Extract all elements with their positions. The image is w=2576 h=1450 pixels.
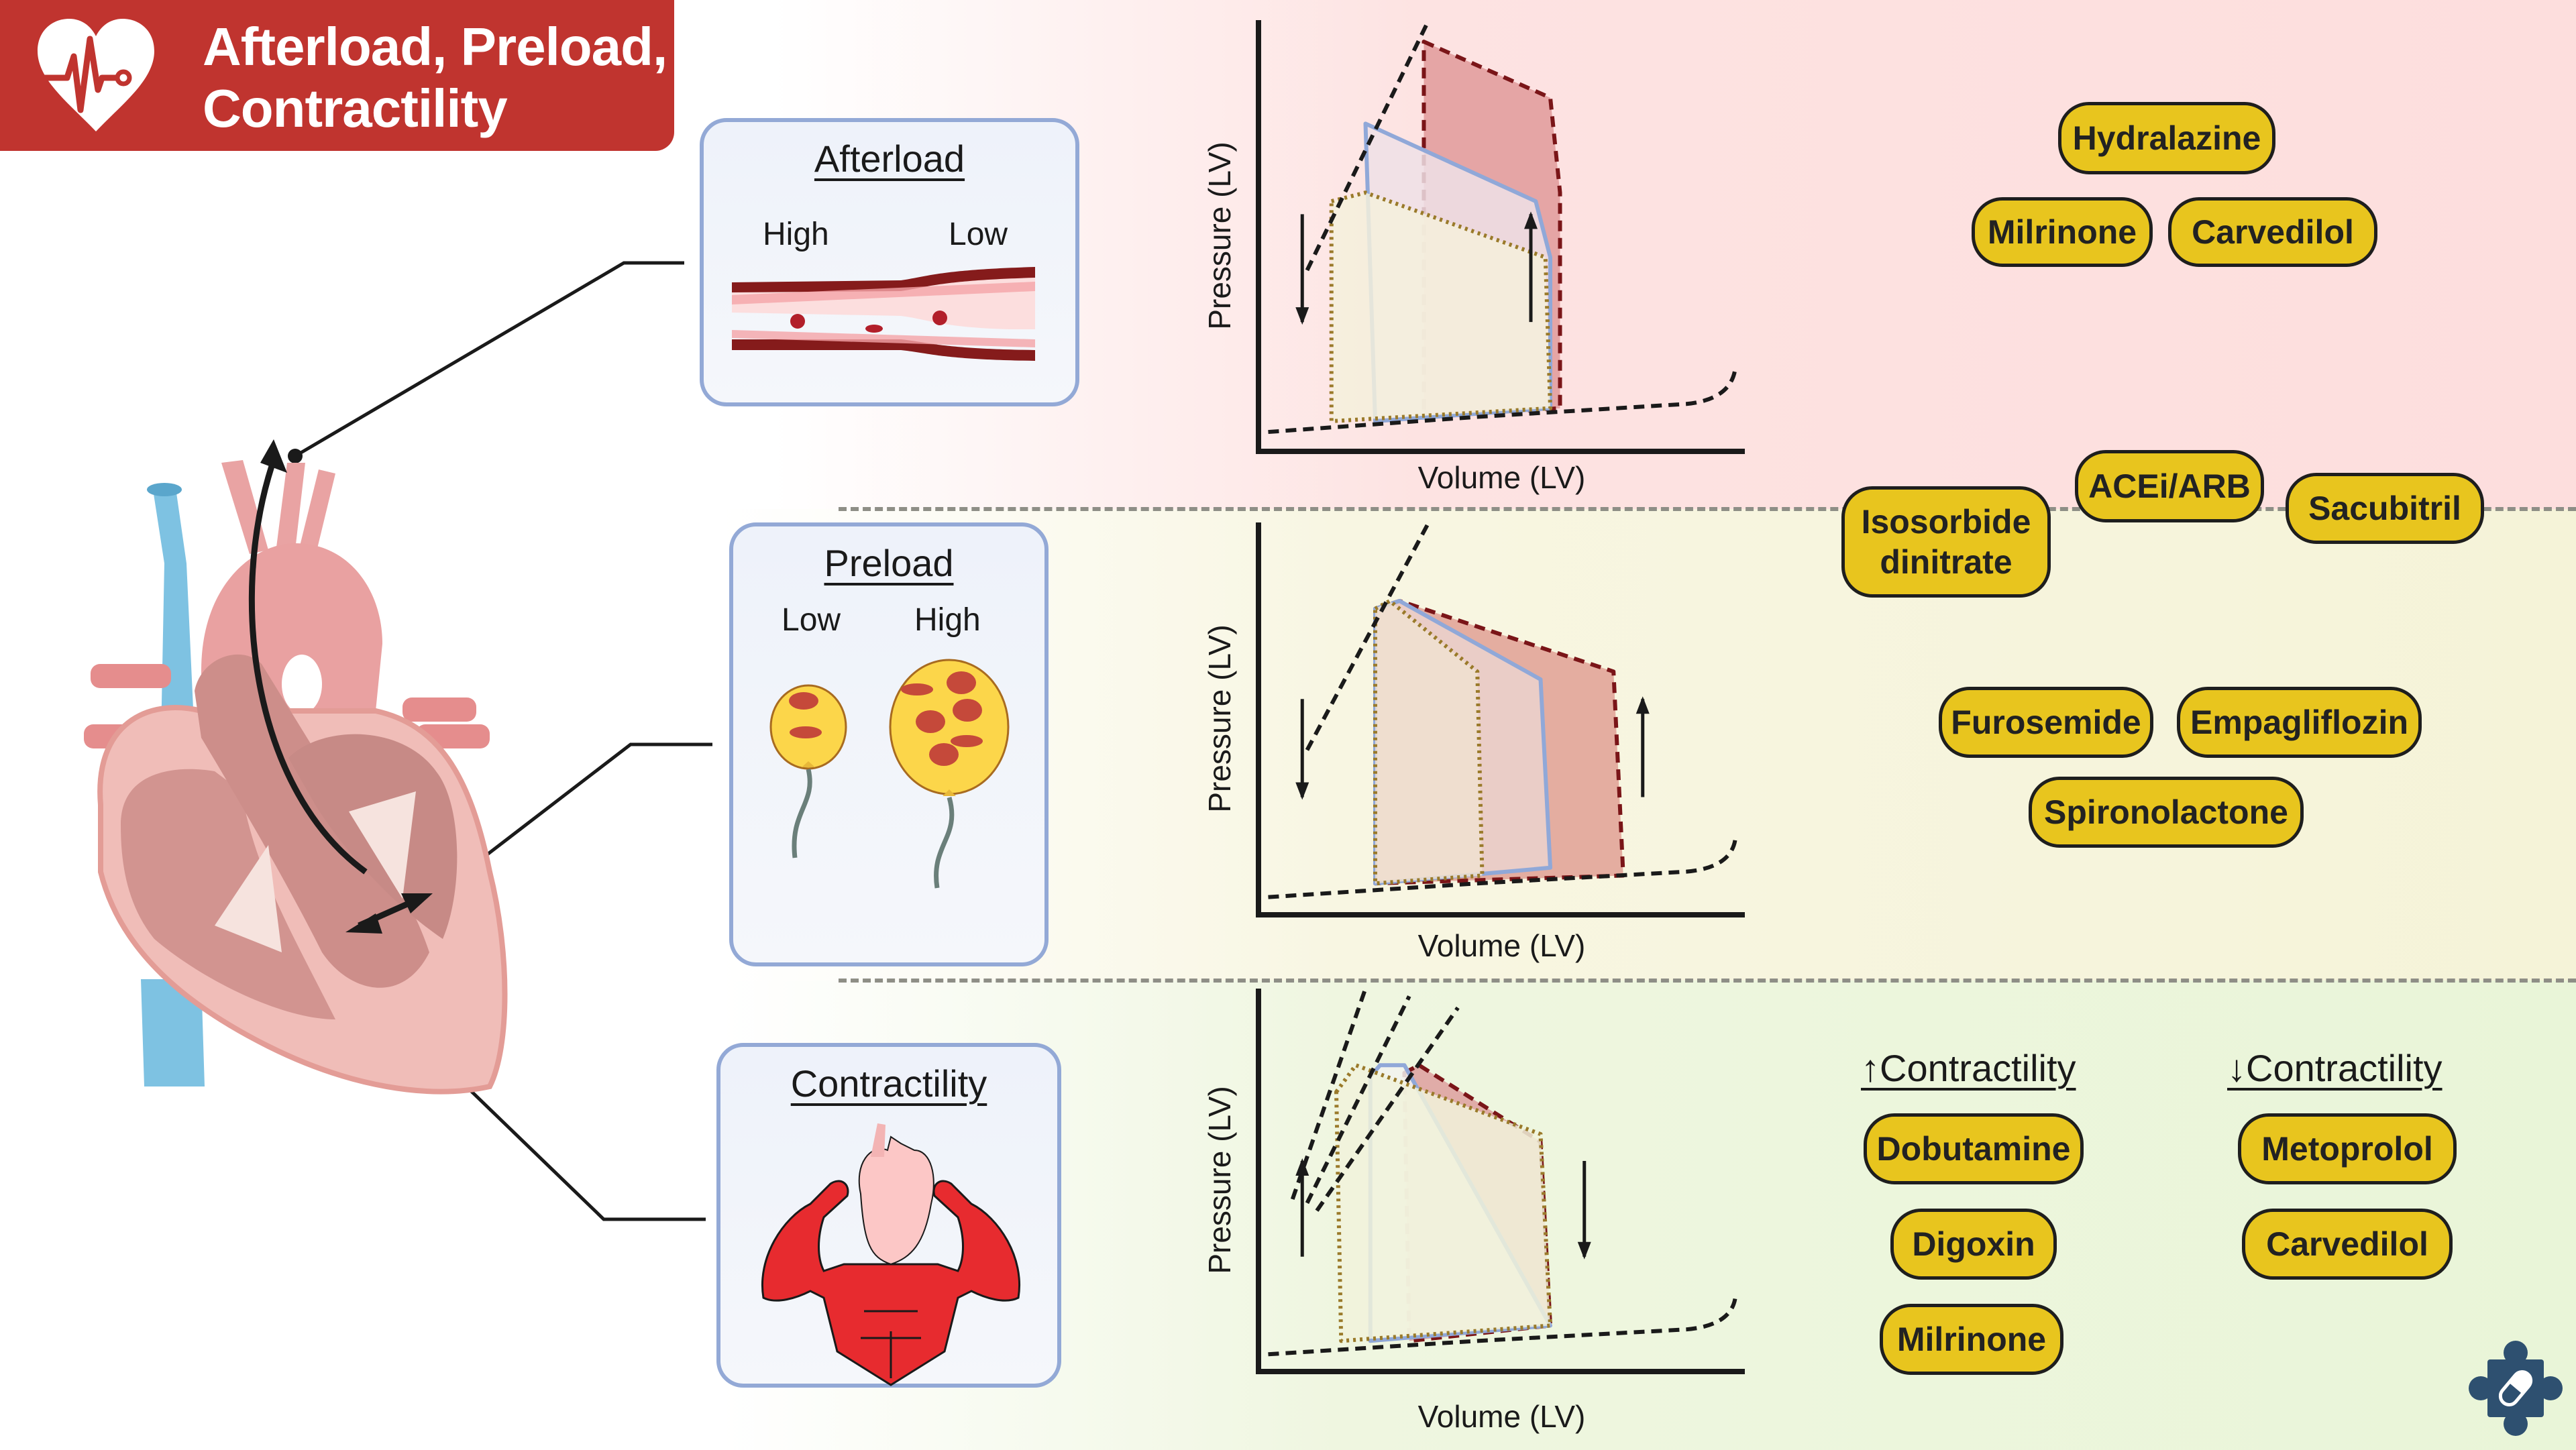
large-balloon <box>889 659 1010 889</box>
title-line-1: Afterload, Preload, <box>203 17 667 76</box>
drug-pill-sacubitril: Sacubitril <box>2286 473 2484 544</box>
preload-panel: Preload Low High <box>729 522 1049 966</box>
title-banner: Afterload, Preload, Contractility <box>0 0 674 151</box>
drug-pill-carvedilol: Carvedilol <box>2168 197 2377 267</box>
band-separator <box>839 507 2576 511</box>
increase-contractility-heading: ↑Contractility <box>1861 1047 2076 1089</box>
espvr-line <box>1315 1006 1460 1212</box>
balloons-icon <box>769 659 1010 889</box>
arrow-down-icon <box>1577 1241 1591 1260</box>
y-axis-label: Pressure (LV) <box>1202 142 1237 329</box>
x-axis-label: Volume (LV) <box>1418 1399 1586 1434</box>
title-line-2: Contractility <box>203 78 508 138</box>
drug-pill-spironolactone: Spironolactone <box>2029 777 2304 848</box>
edpvr-line <box>1268 840 1737 899</box>
drug-pill-metoprolol: Metoprolol <box>2238 1113 2457 1184</box>
arrow-down-icon <box>1295 307 1309 325</box>
chart-axes <box>1256 989 1745 1374</box>
pv-chart-3: Volume (LV) Pressure (LV) <box>1202 988 1745 1434</box>
afterload-high-label: High <box>763 217 829 252</box>
heart-ecg-icon <box>38 19 154 131</box>
afterload-low-label: Low <box>949 217 1008 252</box>
afterload-panel: Afterload High Low <box>700 118 1079 406</box>
arrow-up-icon <box>1295 1158 1309 1176</box>
drug-pill-dobutamine: Dobutamine <box>1864 1113 2084 1184</box>
pv-loop-high-contractility <box>1334 1063 1552 1343</box>
drug-pill-isosorbide-dinitrate: Isosorbide dinitrate <box>1841 486 2051 598</box>
x-axis-label: Volume (LV) <box>1418 928 1586 963</box>
isosorbide-line-1: Isosorbide <box>1861 503 2031 541</box>
x-axis-label: Volume (LV) <box>1418 460 1586 495</box>
arrow-down-icon <box>1295 782 1309 800</box>
contractility-panel: Contractility <box>716 1043 1061 1388</box>
contractility-panel-title: Contractility <box>790 1062 987 1105</box>
preload-panel-title: Preload <box>824 542 954 584</box>
pv-loop-low-preload <box>1373 599 1485 886</box>
arrow-up-icon <box>1635 696 1650 714</box>
isosorbide-line-2: dinitrate <box>1880 543 2012 581</box>
small-balloon <box>769 684 847 858</box>
afterload-panel-title: Afterload <box>814 137 965 180</box>
muscular-heart-icon <box>761 1123 1020 1386</box>
drug-pill-acei-arb: ACEi/ARB <box>2075 450 2264 522</box>
pv-chart-1: Volume (LV) Pressure (LV) <box>1202 19 1745 495</box>
drug-pill-milrinone-inotrope: Milrinone <box>1880 1304 2063 1375</box>
chart-axes <box>1256 20 1745 454</box>
espvr-line <box>1305 19 1431 272</box>
decrease-contractility-heading: ↓Contractility <box>2227 1047 2443 1089</box>
band-separator <box>839 979 2576 983</box>
drug-pill-digoxin: Digoxin <box>1890 1209 2057 1280</box>
espvr-line <box>1290 988 1368 1201</box>
y-axis-label: Pressure (LV) <box>1202 624 1237 812</box>
drug-pill-furosemide: Furosemide <box>1939 687 2153 758</box>
chart-axes <box>1256 522 1745 917</box>
page-title: Afterload, Preload, Contractility <box>203 16 672 140</box>
puzzle-pill-icon <box>2469 1341 2563 1436</box>
y-axis-label: Pressure (LV) <box>1202 1086 1237 1274</box>
drug-pill-empagliflozin: Empagliflozin <box>2177 687 2422 758</box>
pv-loop-low-afterload <box>1329 190 1552 423</box>
arrow-up-icon <box>1524 211 1538 229</box>
drug-pill-milrinone: Milrinone <box>1972 197 2153 267</box>
drug-pill-hydralazine: Hydralazine <box>2058 102 2275 174</box>
drug-pill-carvedilol-bb: Carvedilol <box>2242 1209 2453 1280</box>
preload-low-label: Low <box>782 602 841 638</box>
edpvr-line <box>1268 369 1737 435</box>
edpvr-line <box>1268 1298 1737 1357</box>
espvr-line <box>1305 995 1411 1205</box>
pv-chart-2: Volume (LV) Pressure (LV) <box>1202 521 1745 963</box>
blood-vessel-icon <box>732 267 1035 361</box>
espvr-line <box>1305 521 1431 751</box>
preload-high-label: High <box>914 602 981 638</box>
